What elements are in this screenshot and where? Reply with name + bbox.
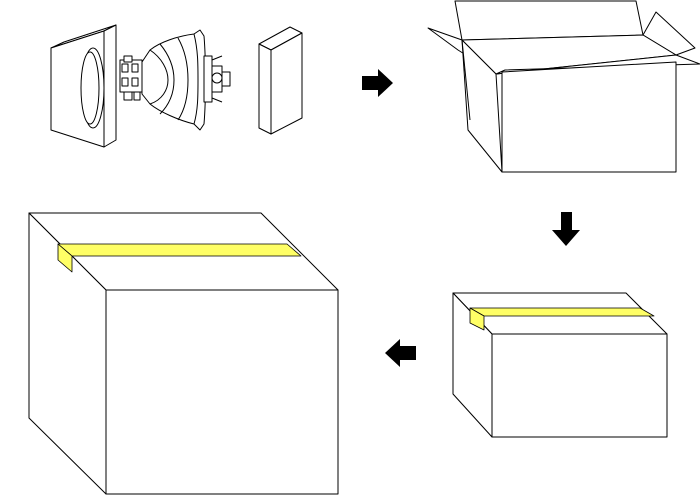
step-4-sealed-outer-carton: [28, 212, 339, 495]
left-foam-pad: [50, 24, 117, 148]
right-foam-pad: [258, 26, 303, 135]
inner-carton-tape: [469, 307, 655, 317]
arrow-right: [362, 69, 393, 97]
step-2-open-carton: [427, 0, 700, 173]
lamp-module: [119, 29, 231, 131]
arrow-left: [385, 339, 416, 367]
outer-carton-tape: [57, 243, 302, 257]
step-1-lamp-and-foam: [50, 24, 303, 148]
arrow-down: [552, 212, 580, 246]
step-3-sealed-inner-carton: [452, 292, 668, 438]
